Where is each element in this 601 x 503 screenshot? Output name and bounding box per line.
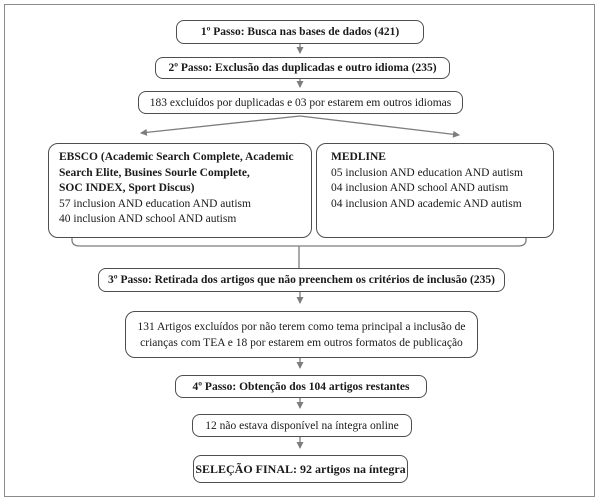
ebsco-title-line1: EBSCO (Academic Search Complete, Academi… [59,151,294,163]
excluded-theme-line1: 131 Artigos excluídos por não terem como… [137,320,466,333]
excluded-theme-line2: crianças com TEA e 18 por estarem em out… [140,336,463,349]
step2-box: 2º Passo: Exclusão das duplicadas e outr… [155,57,450,79]
ebsco-title-line2: Search Elite, Busines Sourle Complete, [59,166,250,179]
ebsco-query-line2: 40 inclusion AND school AND autism [59,213,237,225]
ebsco-query-line1: 57 inclusion AND education AND autism [59,197,251,210]
medline-query-line3: 04 inclusion AND academic AND autism [331,197,522,210]
step1-box: 1º Passo: Busca nas bases de dados (421) [176,20,424,44]
medline-query-line2: 04 inclusion AND school AND autism [331,182,509,194]
step3-box: 3º Passo: Retirada dos artigos que não p… [98,268,505,292]
medline-query-line1: 05 inclusion AND education AND autism [331,166,523,179]
arrow-excluded1-ebsco [140,115,301,136]
merge-bracket [71,238,527,247]
arrow-excluded1-medline [299,115,460,138]
ebsco-box: EBSCO (Academic Search Complete, Academi… [48,143,312,238]
step4-box: 4º Passo: Obtenção dos 104 artigos resta… [175,375,427,398]
medline-box: MEDLINE 05 inclusion AND education AND a… [316,143,554,238]
final-selection-box: SELEÇÃO FINAL: 92 artigos na íntegra [193,455,408,483]
excluded-theme-box: 131 Artigos excluídos por não terem como… [125,311,478,358]
outer-border [4,4,595,497]
not-available-box: 12 não estava disponível na íntegra onli… [192,414,412,437]
ebsco-title-line3: SOC INDEX, Sport Discus) [59,182,195,194]
medline-title: MEDLINE [331,151,386,163]
excluded-duplicates-box: 183 excluídos por duplicadas e 03 por es… [138,91,463,114]
